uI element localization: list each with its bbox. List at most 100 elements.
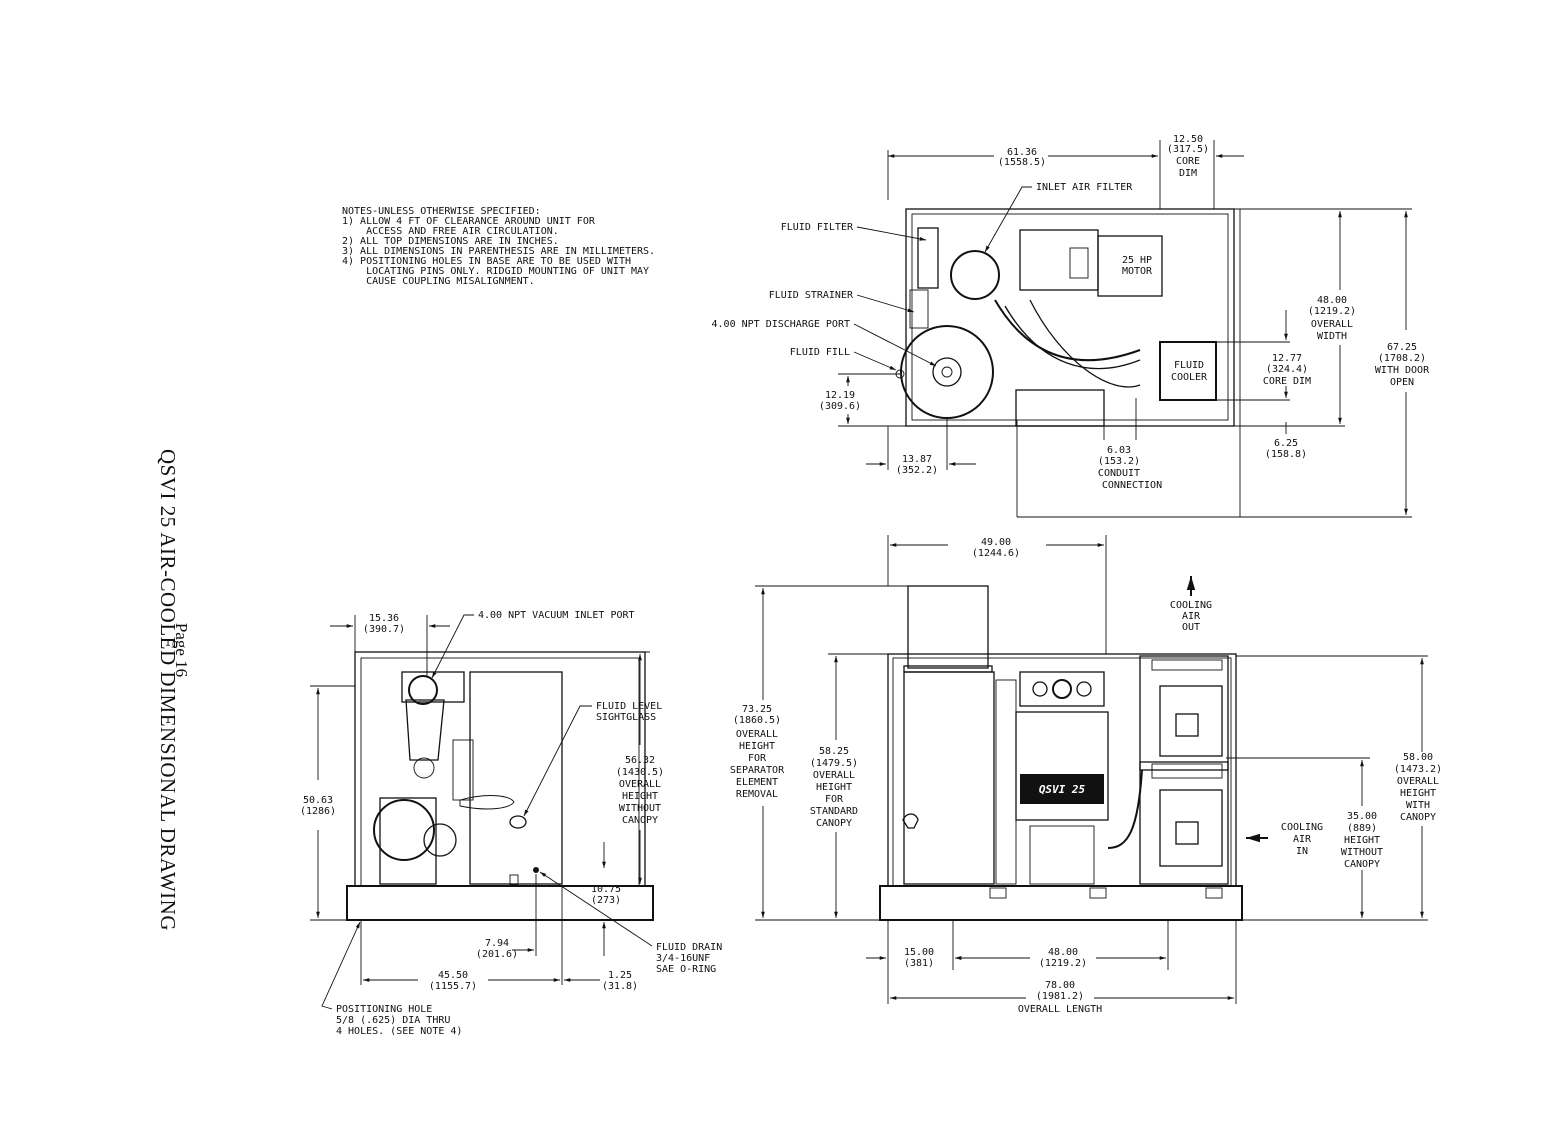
dim-1536: 15.36 [369, 613, 399, 624]
dim-width-l2: WIDTH [1317, 331, 1347, 342]
note-1a: 1) ALLOW 4 FT OF CLEARANCE AROUND UNIT F… [342, 216, 595, 227]
dim-5800-l4: CANOPY [1400, 812, 1436, 823]
front-view-base [879, 885, 1243, 921]
dim-5632-mm: (1430.5) [616, 767, 664, 778]
dim-603-l1: CONDUIT [1098, 468, 1140, 479]
dim-door: 67.25 [1387, 342, 1417, 353]
dim-3500-l1: HEIGHT [1344, 835, 1380, 846]
cooler-lower-shape [1139, 761, 1229, 885]
label-cooling-in-l2: AIR [1293, 834, 1312, 845]
dim-length: 61.36 [1007, 147, 1037, 158]
label-sightglass-l2: SIGHTGLASS [596, 712, 656, 723]
dim-4900-mm: (1244.6) [972, 548, 1020, 559]
dim-door-l1: WITH DOOR [1375, 365, 1430, 376]
dim-3500-l2: WITHOUT [1341, 847, 1383, 858]
discharge-port-shape [932, 357, 962, 387]
dim-7325-l6: REMOVAL [736, 789, 778, 800]
dim-core-l2: DIM [1179, 168, 1197, 179]
dim-core-mm: (317.5) [1167, 144, 1209, 155]
label-fluid-fill: FLUID FILL [790, 347, 850, 358]
dim-door-mm: (1708.2) [1378, 353, 1426, 364]
dim-625: 6.25 [1274, 438, 1298, 449]
conduit-box-shape [1015, 389, 1105, 427]
dim-5825-l5: CANOPY [816, 818, 852, 829]
dim-4900: 49.00 [981, 537, 1011, 548]
sightglass-shape [509, 815, 527, 829]
side-view: 15.36 (390.7) 4.00 NPT VACUUM INLET PORT… [300, 610, 722, 1037]
dim-4800: 48.00 [1048, 947, 1078, 958]
label-discharge-port: 4.00 NPT DISCHARGE PORT [712, 319, 850, 330]
dim-125: 1.25 [608, 970, 632, 981]
dim-7325-l3: FOR [748, 753, 767, 764]
dim-length-mm: (1558.5) [998, 157, 1046, 168]
dim-7800: 78.00 [1045, 980, 1075, 991]
label-fluid-strainer: FLUID STRAINER [769, 290, 854, 301]
inlet-air-filter-shape [950, 250, 1000, 300]
side-cabinet-shape [469, 671, 563, 885]
label-cooler-l2: COOLER [1171, 372, 1208, 383]
dim-cooler-core-l1: CORE DIM [1263, 376, 1311, 387]
side-view-base [346, 885, 654, 921]
dim-603-l2: CONNECTION [1102, 480, 1162, 491]
dim-794: 7.94 [485, 938, 509, 949]
dim-5632-l1: OVERALL [619, 779, 661, 790]
dim-5800-l3: WITH [1406, 800, 1430, 811]
dim-603-mm: (153.2) [1098, 456, 1140, 467]
label-cooling-in-l3: IN [1296, 846, 1308, 857]
dim-5800-mm: (1473.2) [1394, 764, 1442, 775]
dim-5800-l2: HEIGHT [1400, 788, 1436, 799]
dim-cooler-core: 12.77 [1272, 353, 1302, 364]
label-drain-l2: 3/4-16UNF [656, 953, 710, 964]
dim-5632-l3: WITHOUT [619, 803, 661, 814]
dim-5825-l2: HEIGHT [816, 782, 852, 793]
dim-7800-mm: (1981.2) [1036, 991, 1084, 1002]
dim-4550: 45.50 [438, 970, 468, 981]
dim-3500-l3: CANOPY [1344, 859, 1380, 870]
label-inlet-air-filter: INLET AIR FILTER [1036, 182, 1133, 193]
fluid-strainer-shape [909, 289, 929, 329]
fluid-drain-shape [533, 867, 539, 873]
dim-width-mm: (1219.2) [1308, 306, 1356, 317]
brand-plate [1020, 774, 1104, 804]
label-cooling-out-l1: COOLING [1170, 600, 1212, 611]
dim-5800-l1: OVERALL [1397, 776, 1439, 787]
fluid-cooler-shape [1159, 341, 1217, 401]
dim-height-partial-mm: (1286) [300, 806, 336, 817]
note-2: 2) ALL TOP DIMENSIONS ARE IN INCHES. [342, 236, 559, 247]
dim-width: 48.00 [1317, 295, 1347, 306]
notes-block: NOTES-UNLESS OTHERWISE SPECIFIED: 1) ALL… [342, 207, 655, 287]
label-sightglass-l1: FLUID LEVEL [596, 701, 662, 712]
dim-1500: 15.00 [904, 947, 934, 958]
label-hole-l2: 5/8 (.625) DIA THRU [336, 1015, 450, 1026]
note-4a: 4) POSITIONING HOLES IN BASE ARE TO BE U… [342, 256, 631, 267]
note-4c: CAUSE COUPLING MISALIGNMENT. [366, 276, 535, 287]
brand-plate-text: QSVI 25 [1039, 783, 1086, 796]
side-view-frame [354, 651, 646, 887]
dim-height-partial: 50.63 [303, 795, 333, 806]
label-vacuum-port: 4.00 NPT VACUUM INLET PORT [478, 610, 635, 621]
dim-3500: 35.00 [1347, 811, 1377, 822]
note-1b: ACCESS AND FREE AIR CIRCULATION. [366, 226, 559, 237]
coupling-housing-shape [1019, 229, 1099, 291]
dim-1219: 12.19 [825, 390, 855, 401]
dim-125-mm: (31.8) [602, 981, 638, 992]
cooler-upper-shape [1139, 655, 1229, 771]
separator-element-shape [907, 585, 989, 669]
dim-4800-mm: (1219.2) [1039, 958, 1087, 969]
gauge-panel-shape [1019, 671, 1105, 707]
dim-5632-l2: HEIGHT [622, 791, 658, 802]
label-drain-l1: FLUID DRAIN [656, 942, 722, 953]
dim-7800-l1: OVERALL LENGTH [1018, 1004, 1102, 1015]
airend-shape [373, 799, 435, 861]
dim-core: 12.50 [1173, 134, 1203, 145]
dim-7325: 73.25 [742, 704, 772, 715]
dim-7325-l2: HEIGHT [739, 741, 775, 752]
dim-7325-l1: OVERALL [736, 729, 778, 740]
dim-5825: 58.25 [819, 746, 849, 757]
label-fluid-filter: FLUID FILTER [781, 222, 854, 233]
dim-door-l2: OPEN [1390, 377, 1414, 388]
label-cooling-in-l1: COOLING [1281, 822, 1323, 833]
dim-1387: 13.87 [902, 454, 932, 465]
label-motor-l2: MOTOR [1122, 266, 1153, 277]
